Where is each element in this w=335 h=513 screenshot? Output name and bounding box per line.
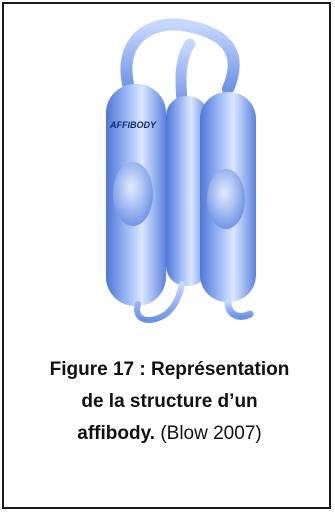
figure-frame: AFFIBODY Figure 17 : Représentation de l… [2,2,331,509]
bottom-right-tail [228,302,250,316]
caption-citation: (Blow 2007) [160,423,261,444]
caption-line-3: affibody. [77,423,155,444]
figure-caption: Figure 17 : Représentation de la structu… [14,354,325,450]
affibody-logo-text: AFFIBODY [109,120,157,130]
helix-right-bulge [207,169,245,229]
affibody-structure-illustration: AFFIBODY [88,14,260,324]
helix-left-bulge [113,162,153,226]
caption-line-2: de la structure d’un [81,391,257,412]
caption-line-1: Figure 17 : Représentation [50,359,290,380]
